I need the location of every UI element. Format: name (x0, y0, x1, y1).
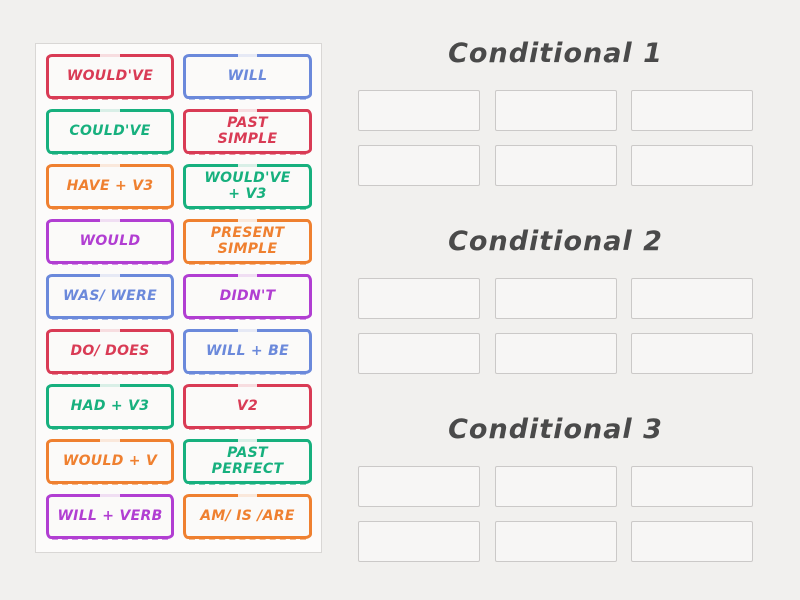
word-tile[interactable]: HAD + V3 (46, 384, 174, 430)
word-tile[interactable]: PRESENT SIMPLE (183, 219, 312, 265)
drop-slot[interactable] (358, 278, 480, 319)
group-conditional-2: Conditional 2 (358, 226, 753, 374)
drop-slot[interactable] (358, 90, 480, 131)
word-tile-label: AM/ IS /ARE (200, 507, 295, 524)
drop-slot[interactable] (358, 333, 480, 374)
drop-slot[interactable] (494, 145, 617, 186)
group-title: Conditional 1 (448, 38, 663, 69)
word-tile[interactable]: WAS/ WERE (46, 274, 174, 320)
word-tile-label: DO/ DOES (70, 342, 150, 359)
drop-slot[interactable] (631, 466, 753, 507)
group-title: Conditional 3 (448, 414, 663, 445)
word-tile[interactable]: WILL (183, 54, 312, 100)
word-tile-label: WILL + BE (206, 342, 289, 359)
word-bank-panel: WOULD'VE WILL COULD'VE PAST SIMPLE HAVE + V3… (35, 43, 322, 553)
word-tile-label: HAVE + V3 (66, 177, 154, 194)
word-tile-label: WOULD (79, 232, 141, 249)
drop-slot[interactable] (494, 466, 617, 507)
word-tile[interactable]: DO/ DOES (46, 329, 174, 375)
word-tile-label: V2 (236, 397, 259, 414)
word-tile[interactable]: HAVE + V3 (46, 164, 174, 210)
word-tile[interactable]: WILL + BE (183, 329, 312, 375)
group-conditional-1: Conditional 1 (358, 38, 753, 186)
word-tile-label: WAS/ WERE (63, 287, 157, 304)
drop-slot[interactable] (494, 521, 617, 562)
word-tile-label: WILL (227, 67, 268, 84)
word-tile[interactable]: WILL + VERB (46, 494, 174, 540)
drop-slot[interactable] (631, 145, 753, 186)
word-tile[interactable]: WOULD'VE + V3 (183, 164, 312, 210)
word-tile[interactable]: WOULD + V (46, 439, 174, 485)
word-tile[interactable]: WOULD (46, 219, 174, 265)
drop-slot[interactable] (631, 333, 753, 374)
word-tile-label: DIDN'T (219, 287, 276, 304)
word-tile[interactable]: COULD'VE (46, 109, 174, 155)
word-tile-label: PAST SIMPLE (217, 114, 278, 147)
word-tile-label: HAD + V3 (70, 397, 150, 414)
drop-slot[interactable] (631, 278, 753, 319)
drop-slot[interactable] (631, 90, 753, 131)
word-tile[interactable]: AM/ IS /ARE (183, 494, 312, 540)
drop-slot[interactable] (494, 90, 617, 131)
word-tile-label: COULD'VE (69, 122, 151, 139)
word-tile-label: WILL + VERB (57, 507, 163, 524)
word-tile-label: PAST PERFECT (211, 444, 284, 477)
word-tile-label: WOULD'VE + V3 (204, 169, 291, 202)
slot-grid (358, 466, 753, 562)
group-title: Conditional 2 (448, 226, 663, 257)
word-tile-label: WOULD + V (62, 452, 158, 469)
word-tile-label: PRESENT SIMPLE (210, 224, 285, 257)
word-tile[interactable]: PAST SIMPLE (183, 109, 312, 155)
word-bank-grid: WOULD'VE WILL COULD'VE PAST SIMPLE HAVE + V3… (36, 44, 321, 549)
word-tile[interactable]: V2 (183, 384, 312, 430)
word-tile[interactable]: WOULD'VE (46, 54, 174, 100)
group-conditional-3: Conditional 3 (358, 414, 753, 562)
word-tile[interactable]: PAST PERFECT (183, 439, 312, 485)
drop-slot[interactable] (494, 278, 617, 319)
word-tile[interactable]: DIDN'T (183, 274, 312, 320)
slot-grid (358, 278, 753, 374)
sort-groups: Conditional 1 Conditional 2 Conditional 3 (358, 38, 753, 600)
drop-slot[interactable] (358, 145, 480, 186)
drop-slot[interactable] (358, 521, 480, 562)
drop-slot[interactable] (358, 466, 480, 507)
drop-slot[interactable] (494, 333, 617, 374)
drop-slot[interactable] (631, 521, 753, 562)
word-tile-label: WOULD'VE (66, 67, 154, 84)
slot-grid (358, 90, 753, 186)
